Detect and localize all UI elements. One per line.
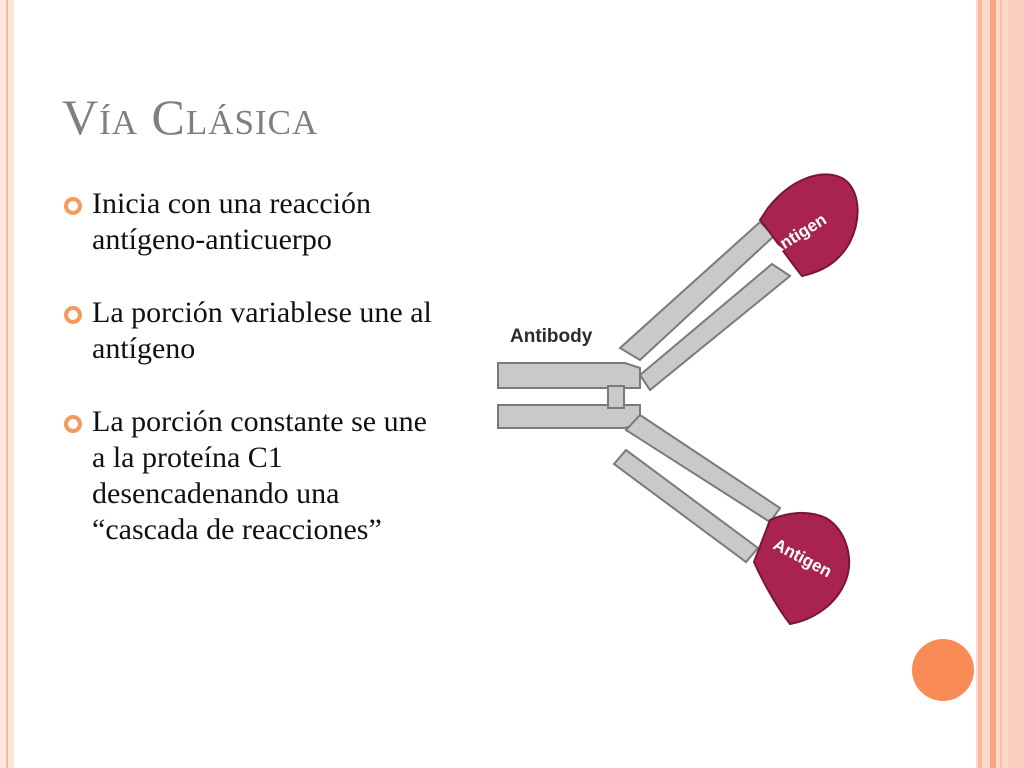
bullet-list: Inicia con una reacción antígeno-anticue…: [62, 186, 442, 585]
bullet-text: La porción constante se une a la proteín…: [92, 405, 427, 546]
antibody-lower-arm: [612, 413, 782, 564]
right-border-decoration: [976, 0, 1024, 768]
bullet-item: La porción constante se une a la proteín…: [62, 404, 442, 548]
decorative-orange-circle: [912, 639, 974, 701]
antibody-stem: [497, 362, 641, 429]
left-border-decoration: [0, 0, 14, 768]
antigen-top: Antigen: [758, 173, 859, 278]
bullet-circle-icon: [64, 197, 82, 215]
antibody-label: Antibody: [510, 326, 593, 347]
bullet-text: La porción variablese une al antígeno: [92, 296, 432, 365]
antigen-bottom: Antigen: [752, 512, 851, 626]
bullet-circle-icon: [64, 306, 82, 324]
antibody-antigen-diagram: Antigen Antigen Antibody: [497, 173, 859, 626]
slide-title: Vía Clásica: [62, 89, 319, 145]
bullet-item: La porción variablese une al antígeno: [62, 295, 442, 367]
antibody-upper-arm: [618, 220, 792, 392]
bullet-text: Inicia con una reacción antígeno-anticue…: [92, 187, 372, 256]
bullet-item: Inicia con una reacción antígeno-anticue…: [62, 186, 442, 258]
bullet-circle-icon: [64, 415, 82, 433]
